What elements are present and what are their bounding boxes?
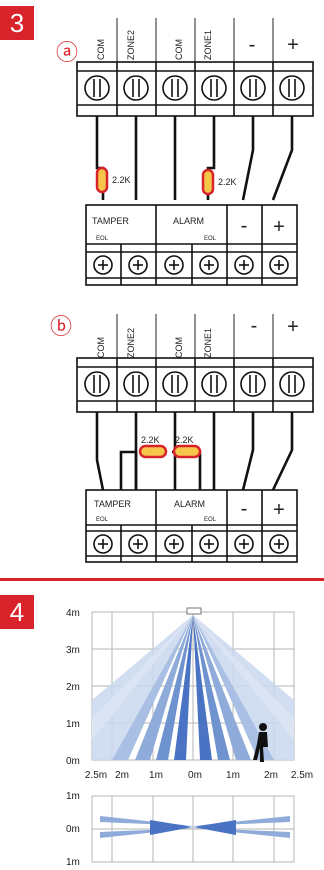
resistor-right-value: 2.2K — [175, 435, 194, 445]
coverage-pattern: 4m 3m 2m 1m 0m 2.5m 2m 1m 0m 1m 2m 2.5m … — [66, 607, 313, 868]
controller-terminal-block — [76, 61, 314, 117]
top-y-label-4m: 4m — [66, 608, 80, 619]
resistor-left — [138, 444, 168, 459]
side-view-detection-beams — [100, 816, 290, 838]
terminal-label-com-1: COM — [96, 337, 106, 358]
controller-terminal-block — [76, 357, 314, 413]
person-icon — [253, 723, 268, 762]
side-y-label-0m: 0m — [66, 824, 80, 835]
detector-label-tamper: TAMPER — [94, 499, 131, 509]
resistor-left-value: 2.2K — [141, 435, 160, 445]
detector-label-eol-left: EOL — [96, 236, 109, 242]
detector-label-plus: + — [273, 216, 285, 238]
resistor-zone1-value: 2.2K — [218, 177, 237, 187]
resistor-right — [172, 444, 202, 459]
detector-label-eol-right: EOL — [204, 517, 217, 523]
top-y-label-2m: 2m — [66, 682, 80, 693]
detector-terminal-block — [85, 489, 298, 563]
terminal-label-zone1: ZONE1 — [203, 30, 213, 60]
terminal-label-minus: - — [249, 34, 256, 56]
variant-a-marker: ⓐ — [56, 40, 78, 65]
top-view-detection-beams — [92, 615, 294, 760]
resistor-zone2-value: 2.2K — [112, 175, 131, 185]
x-label-2m-left: 2m — [115, 770, 129, 781]
sensor-icon — [186, 607, 202, 615]
detector-label-eol-left: EOL — [96, 517, 109, 523]
detector-label-alarm: ALARM — [174, 499, 205, 509]
step-3-badge: 3 — [0, 6, 34, 40]
terminal-label-zone1: ZONE1 — [203, 328, 213, 358]
top-y-label-1m: 1m — [66, 719, 80, 730]
terminal-label-com-1: COM — [96, 39, 106, 60]
wiring-diagram-a: ⓐ COM ZONE2 COM ZONE1 - + — [56, 18, 314, 286]
variant-b-marker: ⓑ — [50, 314, 72, 339]
terminal-label-com-2: COM — [174, 337, 184, 358]
x-label-2-5m-left: 2.5m — [85, 770, 107, 781]
detector-label-minus: - — [241, 498, 248, 520]
x-label-2-5m-right: 2.5m — [291, 770, 313, 781]
terminal-label-minus: - — [251, 315, 258, 337]
terminal-label-zone2: ZONE2 — [126, 30, 136, 60]
detector-label-plus: + — [273, 499, 285, 521]
resistor-zone1 — [201, 168, 215, 196]
resistor-zone2 — [95, 166, 109, 194]
x-label-0m: 0m — [188, 770, 202, 781]
wiring-a-wires — [95, 116, 294, 201]
detector-label-tamper: TAMPER — [92, 216, 129, 226]
step-4-badge: 4 — [0, 595, 34, 629]
wiring-diagram-b: ⓑ COM ZONE2 COM ZONE1 - + — [50, 314, 314, 563]
top-y-label-0m: 0m — [66, 756, 80, 767]
x-label-1m-left: 1m — [149, 770, 163, 781]
detector-label-alarm: ALARM — [173, 216, 204, 226]
terminal-label-plus: + — [287, 34, 299, 56]
top-y-label-3m: 3m — [66, 645, 80, 656]
side-view-grid — [91, 795, 295, 863]
x-label-1m-right: 1m — [226, 770, 240, 781]
detector-terminal-block — [85, 204, 298, 286]
side-y-label-1m-top: 1m — [66, 791, 80, 802]
x-label-2m-right: 2m — [264, 770, 278, 781]
side-y-label-1m-bottom: 1m — [66, 857, 80, 868]
terminal-label-com-2: COM — [174, 39, 184, 60]
detector-label-minus: - — [241, 215, 248, 237]
terminal-label-plus: + — [287, 316, 299, 338]
section-divider — [0, 578, 324, 581]
detector-label-eol-right: EOL — [204, 236, 217, 242]
terminal-label-zone2: ZONE2 — [126, 328, 136, 358]
